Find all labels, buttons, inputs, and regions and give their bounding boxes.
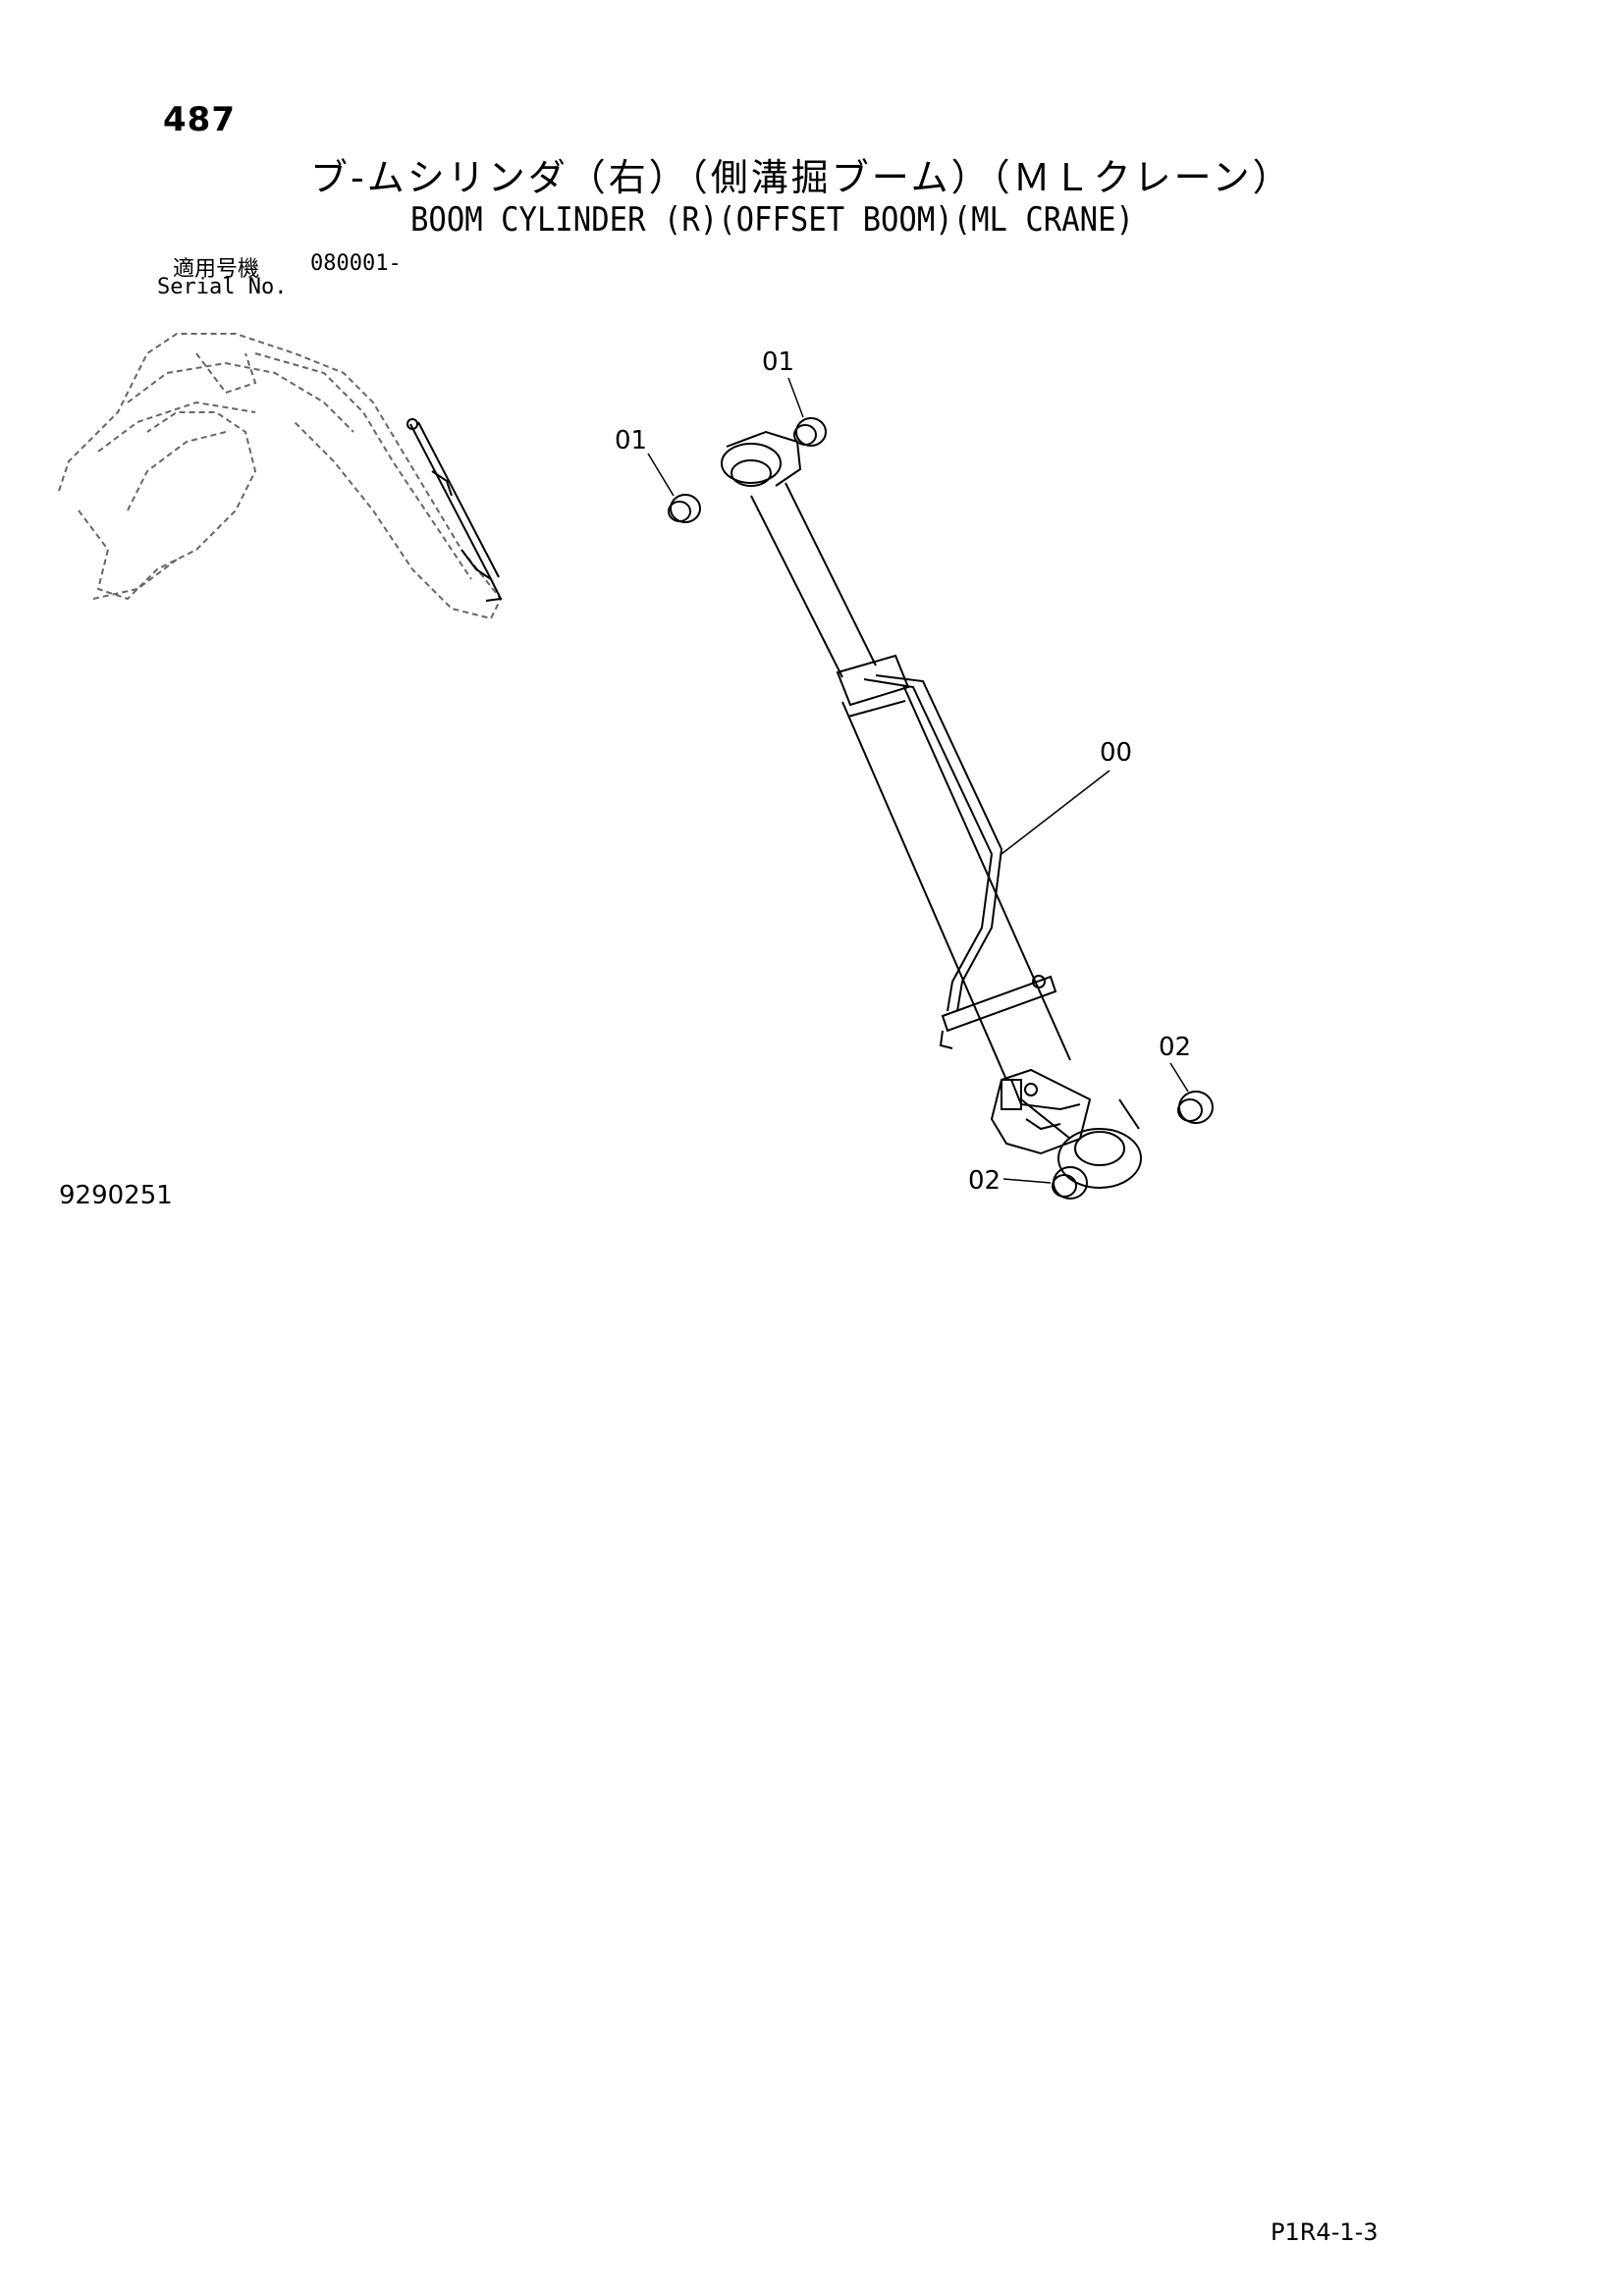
- callout-02-bottom: 02: [968, 1166, 1001, 1196]
- bushing-02-bottom: [1052, 1166, 1088, 1200]
- title-english: BOOM CYLINDER (R)(OFFSET BOOM)(ML CRANE): [410, 200, 1134, 240]
- title-japanese: ブ-ムシリンダ（右）（側溝掘ブーム）（ＭＬクレーン）: [310, 156, 1293, 199]
- page-number: 487: [163, 100, 236, 139]
- overview-cylinder: [406, 418, 503, 602]
- bushing-01-left: [668, 494, 701, 523]
- callout-01-upper: 01: [762, 347, 795, 377]
- callout-01-left: 01: [615, 426, 648, 455]
- bushing-02-right: [1177, 1091, 1214, 1124]
- drawing-number: 9290251: [59, 1181, 173, 1210]
- boom-cylinder: [721, 430, 1142, 1189]
- callout-02-right: 02: [1159, 1033, 1192, 1062]
- callout-00: 00: [1100, 738, 1133, 768]
- bushing-01-upper: [793, 417, 827, 447]
- parts-diagram: [58, 333, 1214, 1200]
- excavator-overview: [58, 333, 503, 620]
- serial-label-japanese: 適用号機: [173, 257, 260, 282]
- leader-lines: [647, 377, 1189, 1184]
- serial-value: 080001-: [310, 251, 402, 276]
- page-code: P1R4-1-3: [1271, 2218, 1379, 2246]
- serial-label-english: Serial No.: [157, 275, 288, 299]
